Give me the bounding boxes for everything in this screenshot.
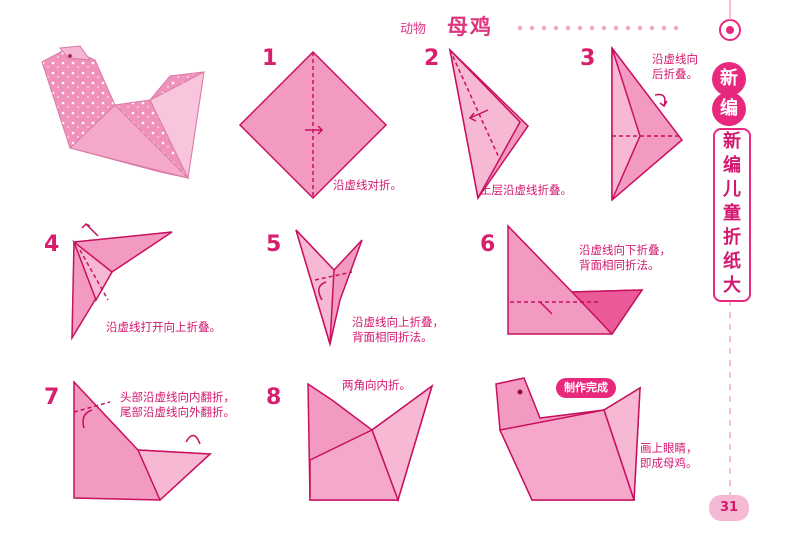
- series-char: 纸: [723, 251, 741, 272]
- final-hen-diagram: [495, 377, 641, 501]
- step6-diagram: [507, 224, 644, 336]
- step-number: 7: [44, 385, 60, 410]
- step-instruction: 沿虚线打开向上折叠。: [106, 320, 221, 334]
- series-badge-new: 新: [712, 62, 746, 96]
- step-number: 5: [266, 232, 282, 257]
- step8-diagram: [307, 382, 434, 503]
- category-label: 动物: [400, 22, 427, 37]
- series-char: 编: [723, 155, 741, 176]
- finished-hen-illustration: [41, 45, 205, 180]
- step1-diagram: [238, 50, 388, 200]
- step5-diagram: [295, 229, 363, 347]
- series-badge-edit: 编: [712, 92, 746, 126]
- step-instruction: 沿虚线向下折叠， 背面相同折法。: [579, 243, 671, 272]
- step-number: 2: [424, 46, 440, 71]
- step-number: 1: [262, 46, 278, 71]
- series-char: 童: [723, 203, 741, 224]
- series-char: 折: [723, 227, 741, 248]
- step-instruction: 上层沿虚线折叠。: [480, 183, 572, 197]
- step-number: 6: [480, 232, 496, 257]
- step-number: 8: [266, 385, 282, 410]
- step-instruction: 头部沿虚线向内翻折， 尾部沿虚线向外翻折。: [120, 390, 235, 419]
- step-number: 3: [580, 46, 596, 71]
- series-char: 新: [723, 131, 741, 152]
- side-decoration: [719, 0, 741, 495]
- header-dots: [514, 24, 684, 32]
- step2-diagram: [448, 47, 529, 201]
- step-instruction: 沿虚线向上折叠， 背面相同折法。: [352, 315, 444, 344]
- series-char: 儿: [723, 179, 741, 200]
- step-instruction: 两角向内折。: [342, 378, 411, 392]
- step-instruction: 沿虚线对折。: [333, 178, 402, 192]
- page-title: 母鸡: [447, 15, 493, 39]
- step7-diagram: [73, 380, 212, 502]
- series-title: 新 编 儿 童 折 纸 大: [713, 128, 751, 302]
- step3-diagram: [611, 45, 684, 202]
- step4-diagram: [71, 223, 173, 341]
- series-char: 大: [723, 275, 741, 296]
- final-instruction: 画上眼睛， 即成母鸡。: [640, 441, 698, 470]
- page-number: 31: [709, 495, 749, 521]
- step-number: 4: [44, 232, 60, 257]
- done-badge: 制作完成: [556, 378, 616, 398]
- step-instruction: 沿虚线向 后折叠。: [652, 52, 698, 81]
